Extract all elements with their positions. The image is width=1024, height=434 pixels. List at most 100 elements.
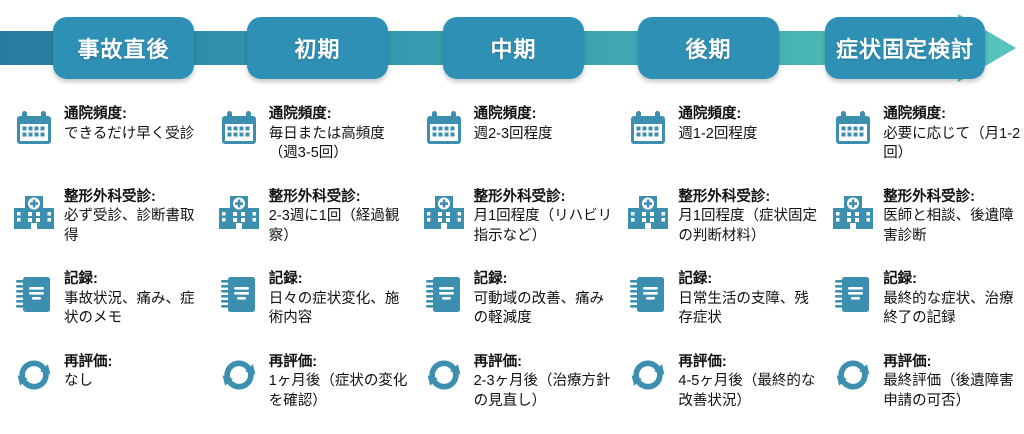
detail-text: 再評価: 最終評価（後遺障害申請の可否） — [877, 352, 1024, 412]
notebook-icon — [10, 269, 58, 317]
calendar-icon — [10, 104, 58, 152]
detail-text: 再評価: 2-3ヶ月後（治療方針の見直し） — [468, 352, 615, 412]
detail-body: 月1回程度（症状固定の判断材料） — [678, 208, 817, 244]
detail-row: 再評価: 1ヶ月後（症状の変化を確認） — [205, 352, 410, 434]
refresh-icon — [420, 352, 468, 400]
detail-title: 再評価: — [678, 353, 727, 370]
detail-body: なし — [64, 373, 93, 390]
detail-body: 週1-2回程度 — [678, 125, 758, 142]
phase-column-0: 通院頻度: できるだけ早く受診 整形外科受診: 必ず受診、診断書取得 — [0, 96, 205, 434]
detail-body: 最終評価（後遺障害申請の可否） — [883, 373, 1014, 409]
refresh-icon — [624, 352, 672, 400]
detail-row: 通院頻度: できるだけ早く受診 — [0, 104, 205, 187]
detail-body: 事故状況、痛み、症状のメモ — [64, 290, 195, 327]
detail-row: 記録:日々の症状変化、施術内容 — [205, 269, 410, 352]
detail-body: 2-3週に1回（経過観察） — [268, 208, 400, 244]
detail-text: 記録: 事故状況、痛み、症状のメモ — [58, 269, 205, 329]
detail-body: 必ず受診、診断書取得 — [64, 208, 195, 244]
detail-text: 通院頻度: できるだけ早く受診 — [58, 104, 194, 144]
detail-body: 2-3ヶ月後（治療方針の見直し） — [473, 373, 611, 409]
calendar-icon — [829, 104, 877, 152]
phase-label-1: 初期 — [294, 37, 341, 62]
phase-column-3: 通院頻度:週1-2回程度 整形外科受診:月1回程度（症状固定の判断材料） — [614, 96, 819, 434]
hospital-icon — [420, 187, 468, 235]
phase-box-3[interactable]: 後期 — [638, 17, 779, 79]
phase-column-2: 通院頻度: 週2-3回程度 整形外科受診: 月1回程度（リハビリ指示など） — [410, 96, 615, 434]
notebook-icon — [420, 269, 468, 317]
phase-box-1[interactable]: 初期 — [247, 17, 388, 79]
detail-title: 記録: — [64, 271, 98, 287]
hospital-icon — [10, 187, 58, 235]
detail-title: 通院頻度: — [64, 106, 127, 122]
detail-text: 整形外科受診:月1回程度（症状固定の判断材料） — [672, 187, 819, 247]
detail-text: 整形外科受診: 医師と相談、後遺障害診断 — [877, 187, 1024, 247]
detail-row: 再評価: なし — [0, 352, 205, 434]
detail-title: 通院頻度: — [473, 106, 537, 122]
calendar-icon — [420, 104, 468, 152]
detail-text: 整形外科受診: 月1回程度（リハビリ指示など） — [468, 187, 615, 247]
phase-label-3: 後期 — [685, 37, 732, 62]
detail-body: 1ヶ月後（症状の変化を確認） — [268, 373, 408, 409]
detail-text: 再評価: 1ヶ月後（症状の変化を確認） — [263, 352, 410, 412]
detail-title: 記録: — [678, 271, 713, 287]
detail-row: 通院頻度: 週2-3回程度 — [410, 104, 615, 187]
phase-column-4: 通院頻度:必要に応じて（月1-2回） 整形外科受診:医師と相談、後遺障害診断 — [819, 96, 1024, 434]
detail-row: 記録:可動域の改善、痛みの軽減度 — [410, 269, 615, 352]
phase-label-2: 中期 — [490, 37, 537, 62]
detail-body: 4-5ヶ月後（最終的な改善状況） — [678, 373, 816, 409]
hospital-icon — [829, 187, 877, 235]
detail-row: 再評価: 2-3ヶ月後（治療方針の見直し） — [410, 352, 615, 434]
timeline-banner: 事故直後 初期 中期 後期 症状固定検討 — [0, 0, 1024, 96]
calendar-icon — [624, 104, 672, 152]
detail-text: 記録:日々の症状変化、施術内容 — [263, 269, 410, 329]
phase-column-1: 通院頻度: 毎日または高頻度（週3-5回） 整形外科受診: 2-3週に1回（経過観察… — [205, 96, 410, 434]
detail-title: 整形外科受診: — [268, 188, 361, 205]
detail-text: 整形外科受診: 必ず受診、診断書取得 — [58, 187, 205, 247]
detail-row: 整形外科受診: 2-3週に1回（経過観察） — [205, 187, 410, 270]
detail-title: 再評価: — [473, 353, 522, 370]
detail-text: 記録:可動域の改善、痛みの軽減度 — [468, 269, 615, 329]
detail-body: 週2-3回程度 — [473, 125, 553, 142]
detail-title: 記録: — [268, 271, 303, 287]
detail-body: 必要に応じて（月1-2回） — [883, 125, 1021, 162]
detail-row: 再評価: 最終評価（後遺障害申請の可否） — [819, 352, 1024, 434]
detail-title: 整形外科受診: — [64, 188, 156, 205]
refresh-icon — [215, 352, 263, 400]
detail-row: 整形外科受診: 必ず受診、診断書取得 — [0, 187, 205, 270]
detail-row: 整形外科受診:月1回程度（症状固定の判断材料） — [614, 187, 819, 270]
detail-title: 再評価: — [64, 353, 113, 370]
detail-body: 毎日または高頻度（週3-5回） — [268, 125, 385, 162]
phase-label-0: 事故直後 — [77, 37, 170, 62]
hospital-icon — [215, 187, 263, 235]
detail-text: 記録: 最終的な症状、治療終了の記録 — [877, 269, 1024, 329]
hospital-icon — [624, 187, 672, 235]
phase-label-4: 症状固定検討 — [835, 37, 974, 62]
notebook-icon — [624, 269, 672, 317]
detail-text: 通院頻度: 毎日または高頻度（週3-5回） — [263, 104, 410, 164]
detail-text: 再評価: なし — [58, 352, 112, 392]
detail-text: 記録: 日常生活の支障、残存症状 — [672, 269, 819, 329]
phase-detail-grid: 通院頻度: できるだけ早く受診 整形外科受診: 必ず受診、診断書取得 — [0, 96, 1024, 434]
detail-body: 最終的な症状、治療終了の記録 — [883, 290, 1014, 327]
detail-body: 医師と相談、後遺障害診断 — [883, 208, 1014, 244]
detail-text: 再評価: 4-5ヶ月後（最終的な改善状況） — [672, 352, 819, 412]
detail-title: 記録: — [883, 271, 918, 287]
detail-title: 整形外科受診: — [473, 188, 566, 205]
phase-box-0[interactable]: 事故直後 — [53, 17, 194, 79]
detail-title: 通院頻度: — [268, 106, 332, 122]
detail-row: 記録: 最終的な症状、治療終了の記録 — [819, 269, 1024, 352]
detail-title: 記録: — [473, 271, 508, 287]
detail-title: 整形外科受診: — [883, 188, 976, 205]
phase-box-4[interactable]: 症状固定検討 — [825, 17, 985, 79]
notebook-icon — [829, 269, 877, 317]
detail-body: 月1回程度（リハビリ指示など） — [473, 208, 613, 244]
detail-body: 日常生活の支障、残存症状 — [678, 290, 809, 327]
detail-title: 再評価: — [883, 353, 932, 370]
phase-box-2[interactable]: 中期 — [443, 17, 584, 79]
refresh-icon — [10, 352, 58, 400]
refresh-icon — [829, 352, 877, 400]
detail-body: できるだけ早く受診 — [64, 125, 195, 142]
detail-row: 通院頻度: 毎日または高頻度（週3-5回） — [205, 104, 410, 187]
detail-text: 通院頻度:週1-2回程度 — [672, 104, 757, 144]
detail-title: 再評価: — [268, 353, 318, 370]
